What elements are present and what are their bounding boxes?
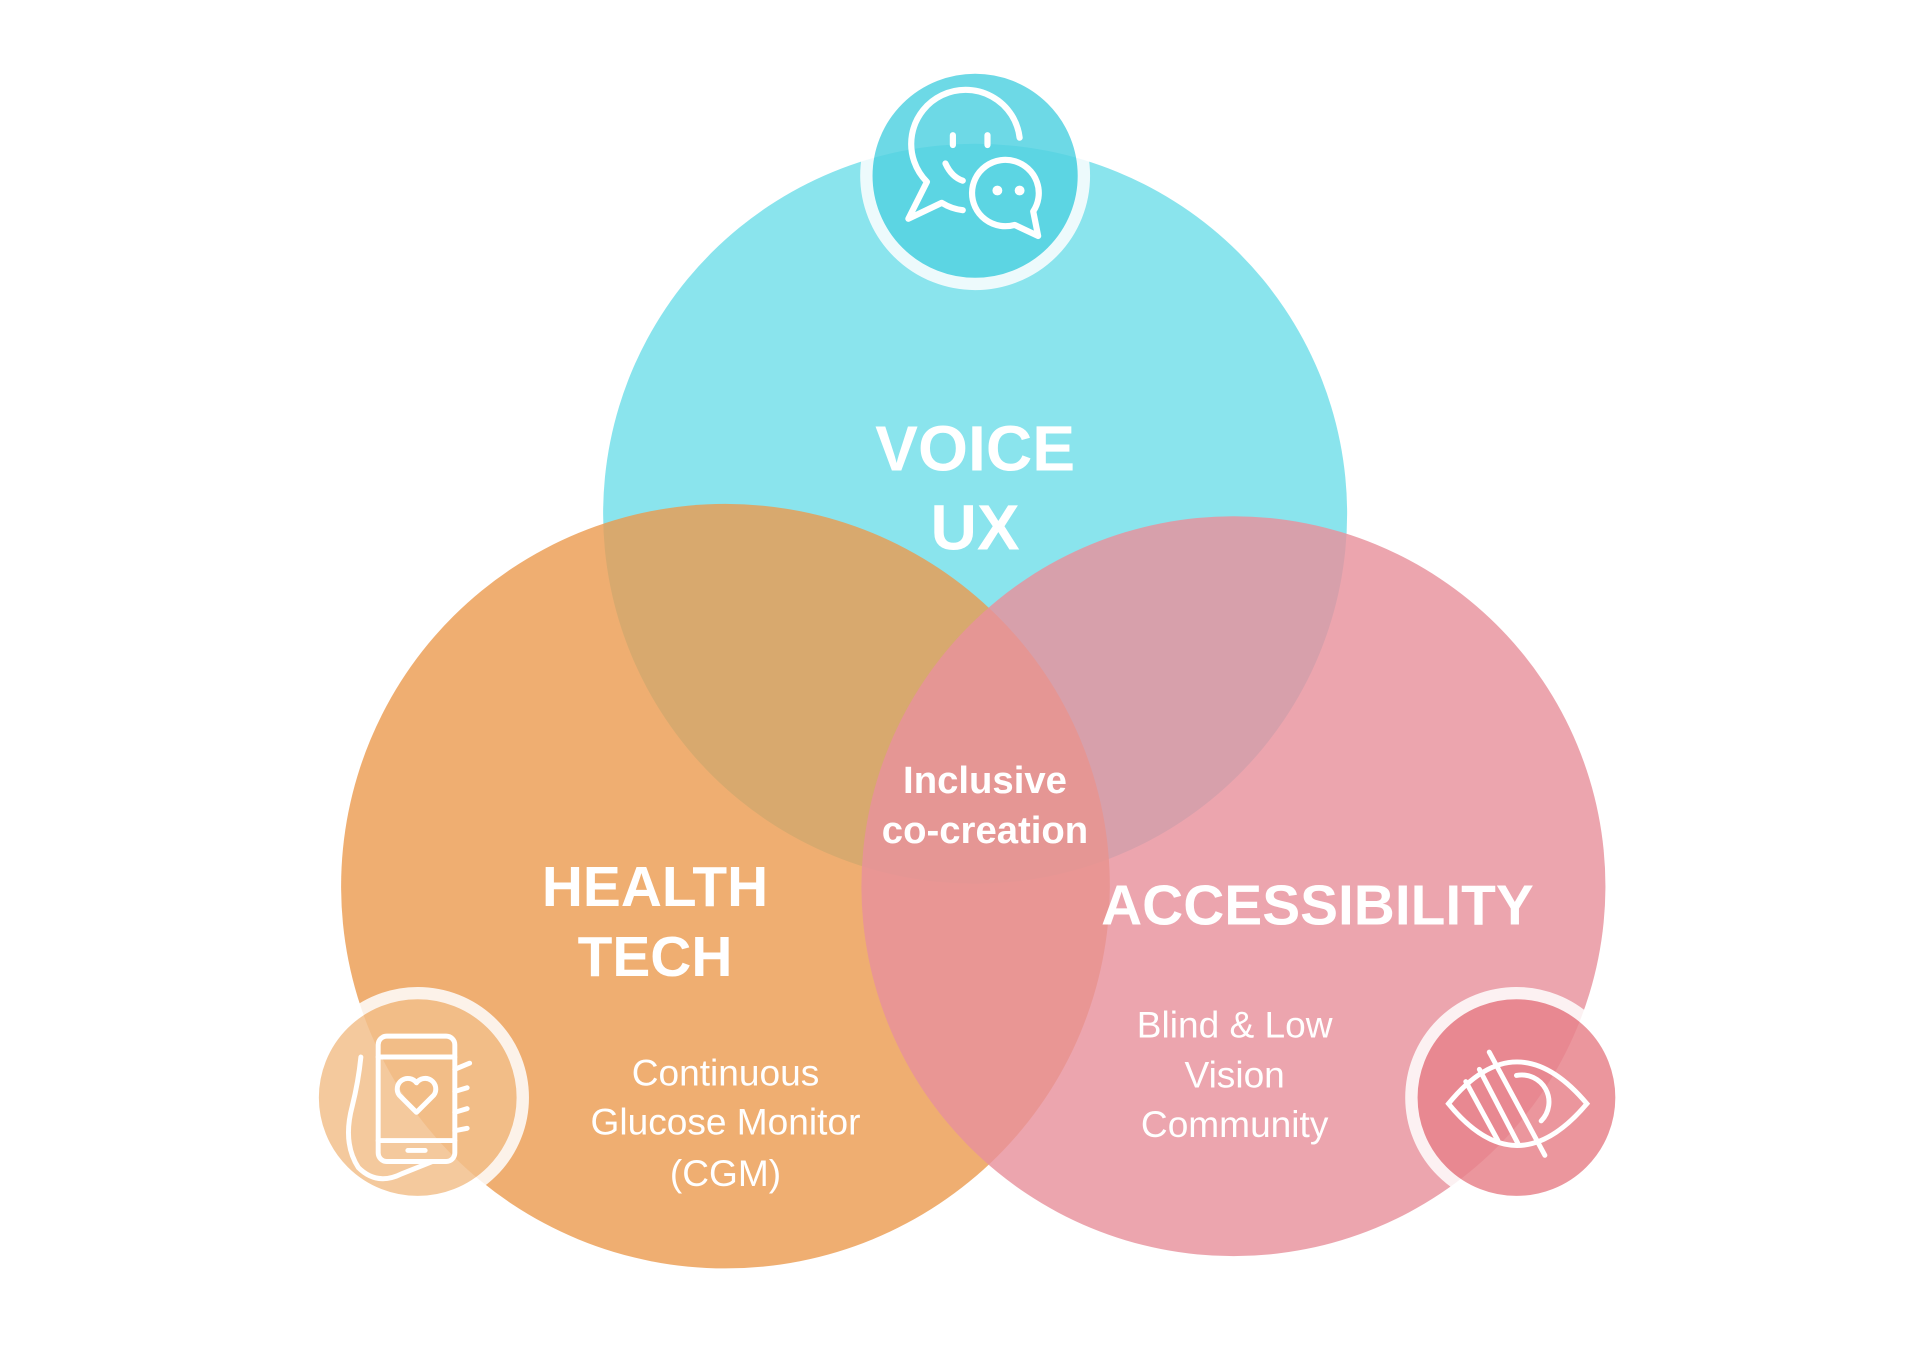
chat-bubbles-icon: [860, 61, 1091, 291]
eye-slash-icon: [1405, 986, 1628, 1209]
accessibility-sub-line3: Community: [1141, 1104, 1329, 1145]
health-sub-line3: (CGM): [670, 1153, 781, 1194]
accessibility-sub-line2: Vision: [1185, 1055, 1285, 1096]
phone-heart-hand-icon: [306, 986, 529, 1209]
voice-ux-title-line1: VOICE: [875, 413, 1075, 485]
voice-ux-title-line2: UX: [930, 492, 1020, 564]
health-sub-line1: Continuous: [632, 1052, 820, 1093]
center-label-line1: Inclusive: [903, 759, 1067, 802]
health-tech-title-line2: TECH: [578, 926, 733, 989]
health-tech-title-line1: HEALTH: [542, 856, 768, 919]
accessibility-title: ACCESSIBILITY: [1101, 874, 1534, 937]
center-label-line2: co-creation: [882, 809, 1088, 852]
accessibility-sub-line1: Blind & Low: [1137, 1004, 1333, 1045]
health-sub-line2: Glucose Monitor: [591, 1102, 861, 1143]
